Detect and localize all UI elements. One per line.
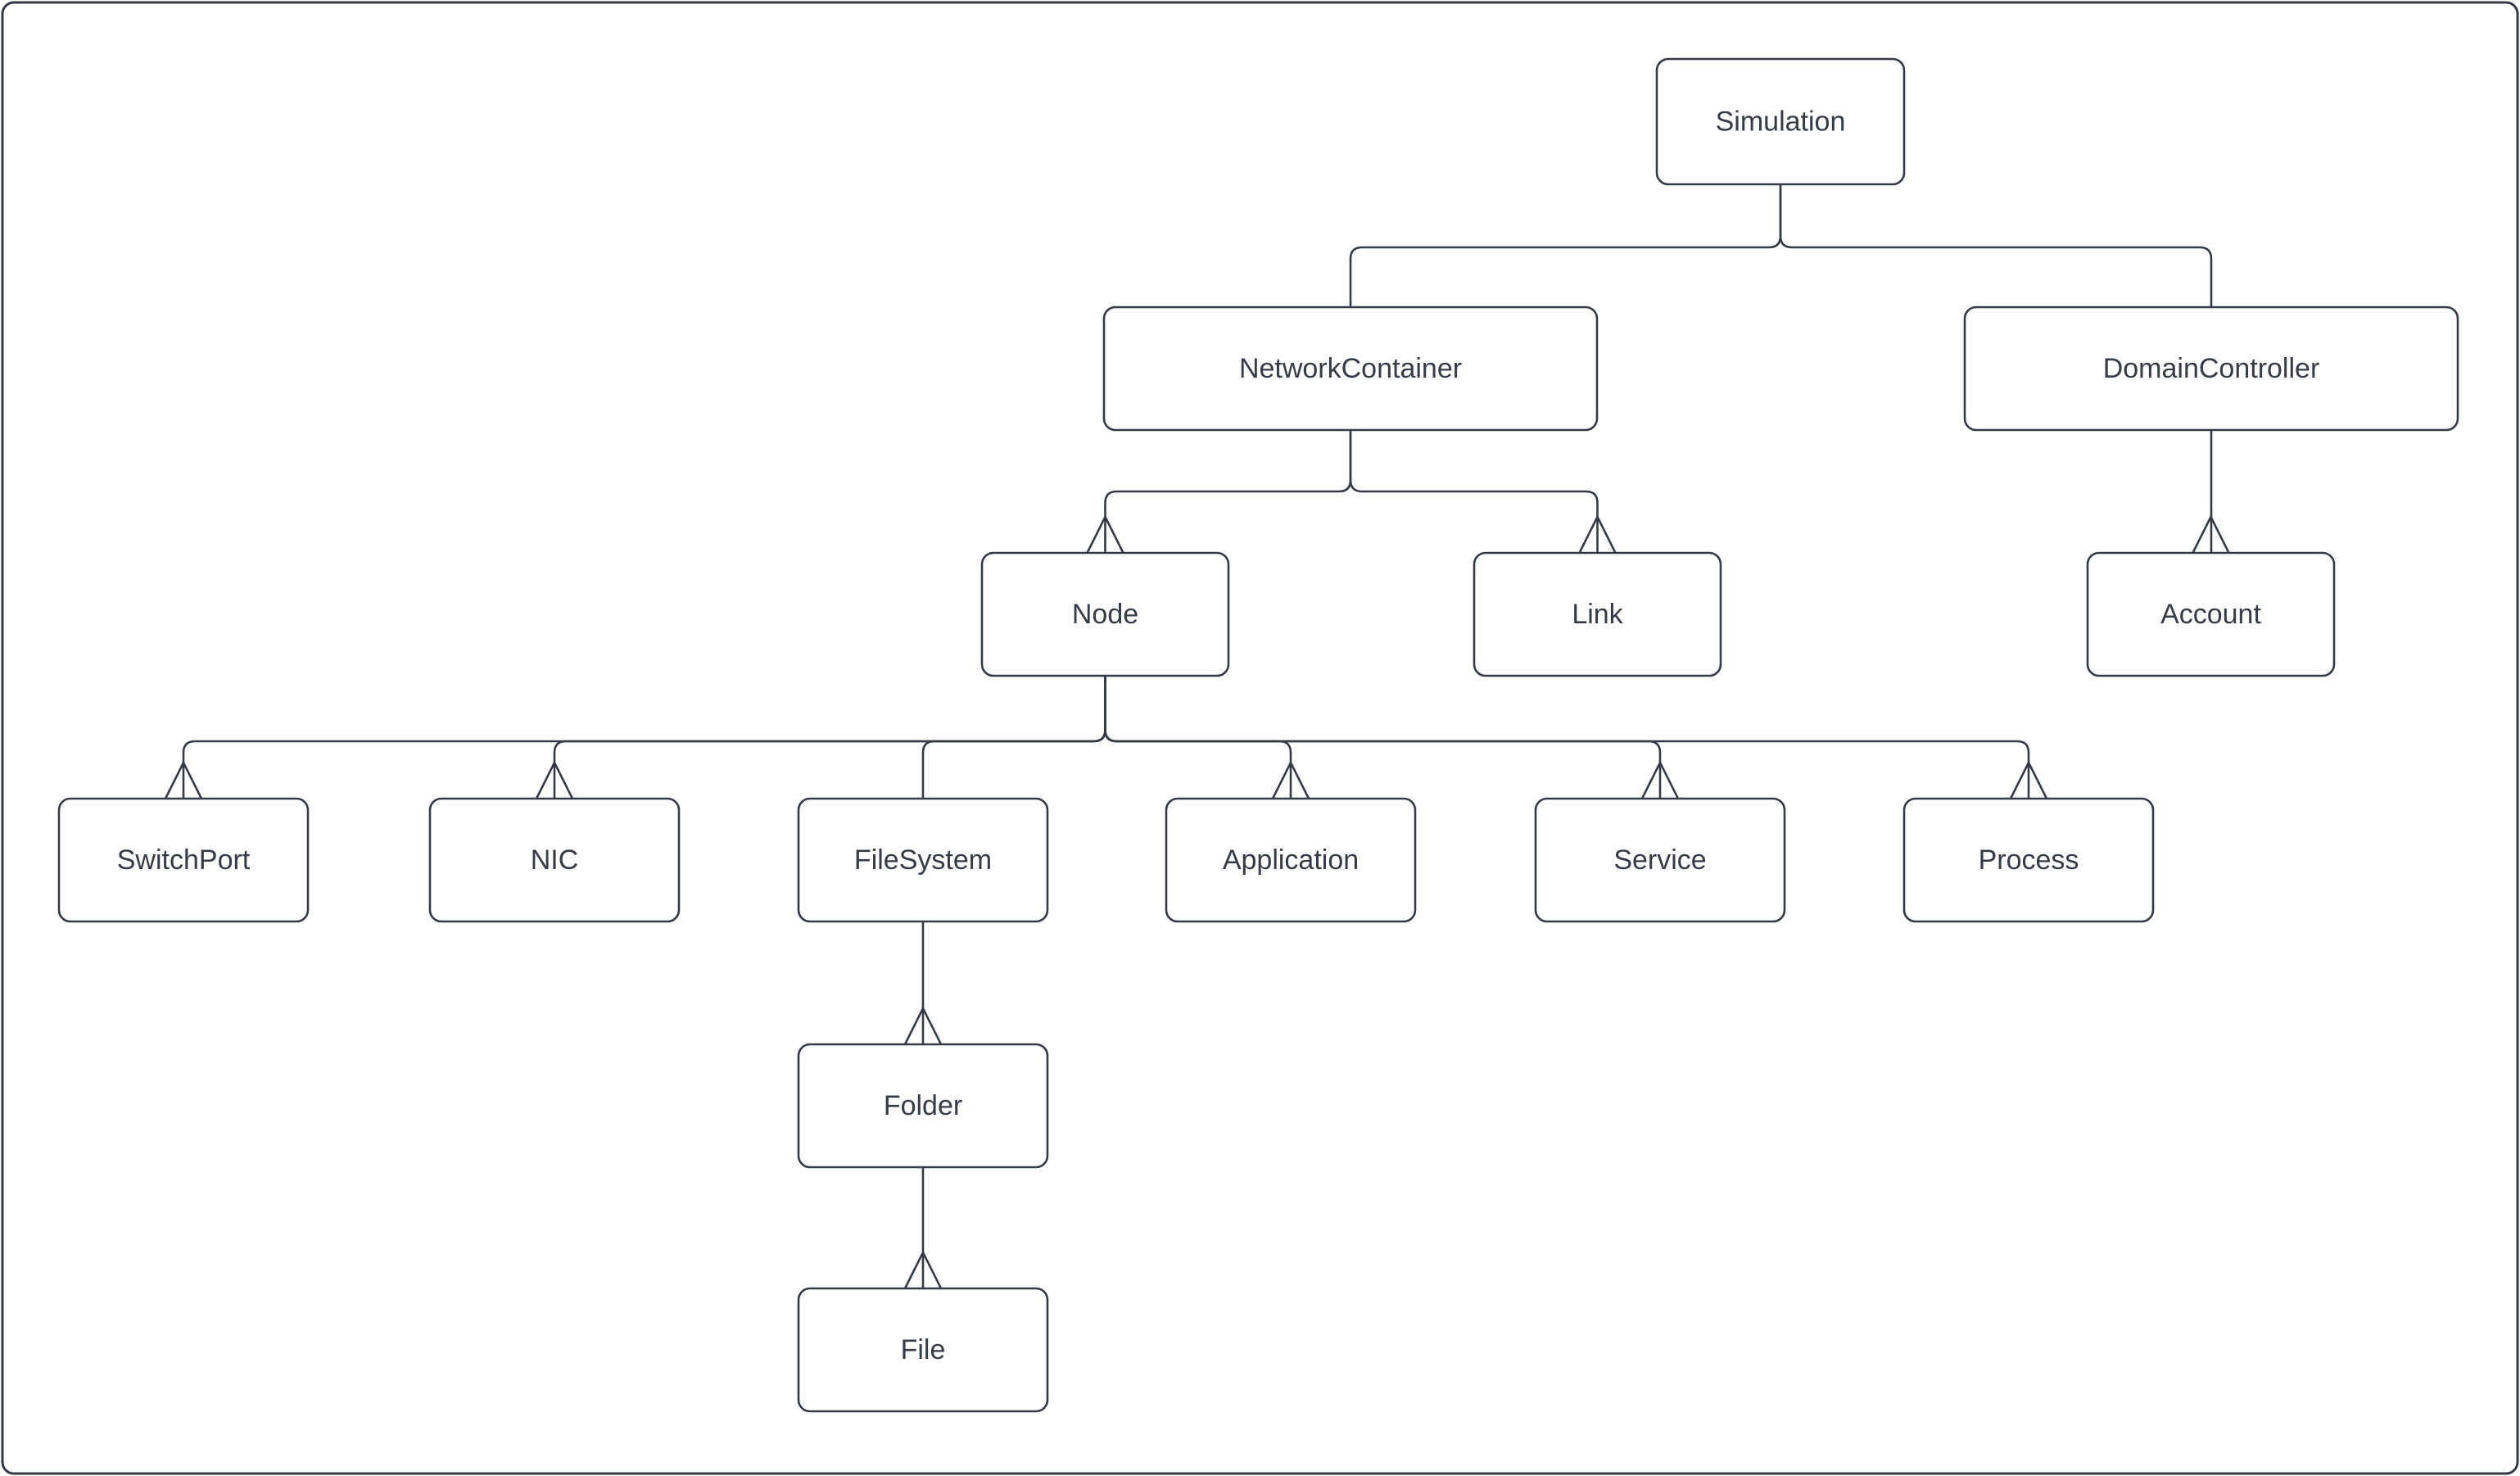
class-node-switchport[interactable]: SwitchPort: [57, 797, 310, 923]
class-node-box[interactable]: [1902, 797, 2155, 923]
class-node-label: NIC: [531, 844, 579, 876]
class-node-link[interactable]: Link: [1473, 551, 1722, 677]
edge-node-to-filesystem: [921, 676, 1106, 799]
generalization-arrowhead: [1578, 514, 1617, 554]
class-node-box[interactable]: [1473, 551, 1722, 677]
class-node-label: Service: [1613, 844, 1706, 876]
generalization-arrowhead: [164, 760, 203, 799]
generalization-arrowhead: [2009, 760, 2048, 799]
generalization-arrowhead: [1271, 760, 1310, 799]
class-node-box[interactable]: [57, 797, 310, 923]
class-node-box[interactable]: [797, 797, 1049, 923]
class-node-networkcontainer[interactable]: NetworkContainer: [1102, 306, 1599, 432]
class-node-label: NetworkContainer: [1239, 353, 1462, 384]
generalization-arrowhead: [903, 1250, 943, 1289]
class-node-process[interactable]: Process: [1902, 797, 2155, 923]
class-node-domaincontroller[interactable]: DomainController: [1963, 306, 2459, 432]
edge-simulation-to-domaincontroller: [1779, 184, 2213, 307]
class-node-box[interactable]: [1165, 797, 1417, 923]
generalization-arrowhead: [535, 760, 574, 799]
class-node-box[interactable]: [428, 797, 681, 923]
generalization-arrowhead: [1086, 514, 1124, 554]
class-node-label: Link: [1572, 599, 1623, 630]
class-node-label: SwitchPort: [117, 844, 251, 876]
class-node-simulation[interactable]: Simulation: [1655, 57, 1906, 186]
class-node-service[interactable]: Service: [1534, 797, 1786, 923]
generalization-arrowhead: [1640, 760, 1680, 799]
class-node-application[interactable]: Application: [1165, 797, 1417, 923]
class-node-label: Account: [2160, 599, 2261, 630]
class-node-box[interactable]: [797, 1043, 1049, 1169]
class-node-label: Application: [1223, 844, 1359, 876]
edges-layer: [164, 184, 2230, 1289]
class-node-box[interactable]: [980, 551, 1230, 677]
class-node-box[interactable]: [1963, 306, 2459, 432]
edge-networkcontainer-to-link: [1349, 430, 1617, 554]
class-node-folder[interactable]: Folder: [797, 1043, 1049, 1169]
edge-filesystem-to-folder: [903, 921, 943, 1045]
class-node-label: Folder: [884, 1090, 962, 1121]
edge-node-to-process: [1104, 676, 2048, 799]
class-node-label: DomainController: [2103, 353, 2320, 384]
class-node-label: Node: [1072, 599, 1138, 630]
generalization-arrowhead: [903, 1006, 943, 1045]
class-node-node[interactable]: Node: [980, 551, 1230, 677]
class-node-filesystem[interactable]: FileSystem: [797, 797, 1049, 923]
class-node-account[interactable]: Account: [2086, 551, 2336, 677]
edge-domaincontroller-to-account: [2192, 430, 2230, 554]
class-node-label: File: [901, 1334, 946, 1365]
class-node-label: Simulation: [1716, 106, 1846, 137]
class-node-box[interactable]: [1102, 306, 1599, 432]
class-node-file[interactable]: File: [797, 1287, 1049, 1413]
class-node-nic[interactable]: NIC: [428, 797, 681, 923]
class-node-label: Process: [1979, 844, 2079, 876]
class-node-box[interactable]: [1655, 57, 1906, 186]
class-node-box[interactable]: [797, 1287, 1049, 1413]
class-node-label: FileSystem: [854, 844, 992, 876]
edge-folder-to-file: [903, 1167, 943, 1289]
generalization-arrowhead: [2192, 514, 2230, 554]
class-node-box[interactable]: [2086, 551, 2336, 677]
edge-simulation-to-networkcontainer: [1349, 184, 1782, 307]
edge-networkcontainer-to-node: [1086, 430, 1352, 554]
class-node-box[interactable]: [1534, 797, 1786, 923]
